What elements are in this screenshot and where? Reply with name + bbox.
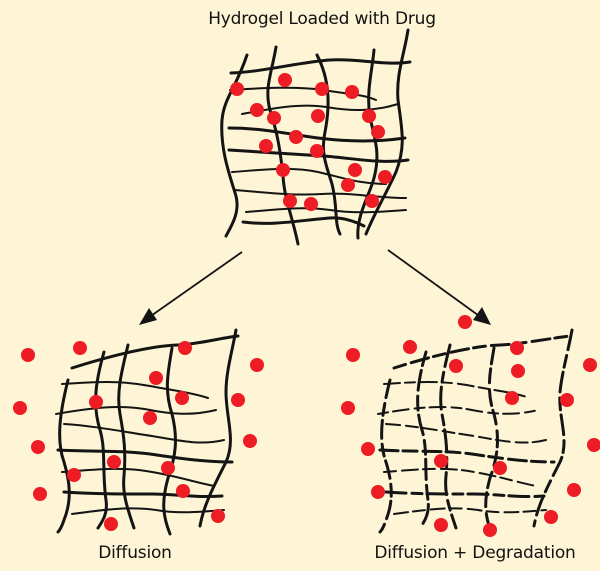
degrading-hydrogel — [341, 315, 600, 537]
drug-particle — [493, 461, 507, 475]
arrow-to-diffusion — [139, 252, 242, 325]
drug-particle — [341, 401, 355, 415]
drug-particle — [505, 391, 519, 405]
drug-particle — [176, 484, 190, 498]
diffusion-caption: Diffusion — [0, 543, 270, 563]
drug-particle — [267, 111, 281, 125]
drug-particle — [33, 487, 47, 501]
drug-particle — [310, 144, 324, 158]
drug-particle — [104, 517, 118, 531]
drug-particle — [304, 197, 318, 211]
drug-particle — [67, 468, 81, 482]
drug-particle — [311, 109, 325, 123]
drug-particle — [365, 194, 379, 208]
drug-particle — [341, 178, 355, 192]
drug-particle — [403, 340, 417, 354]
drug-particle — [175, 391, 189, 405]
drug-particle — [161, 461, 175, 475]
drug-particle — [211, 509, 225, 523]
polymer-network — [378, 330, 572, 534]
drug-particle — [378, 170, 392, 184]
diffusion-hydrogel — [13, 330, 264, 534]
drug-particle — [289, 130, 303, 144]
drug-particle — [544, 510, 558, 524]
drug-particle — [483, 523, 497, 537]
drug-particle — [276, 163, 290, 177]
drug-particle — [587, 438, 600, 452]
drug-particle — [107, 455, 121, 469]
drug-particle — [230, 82, 244, 96]
arrow-to-degradation — [388, 250, 491, 325]
loaded-hydrogel — [222, 30, 410, 244]
drug-particle — [149, 371, 163, 385]
drug-particle — [371, 485, 385, 499]
drug-particle — [259, 139, 273, 153]
drug-particle — [434, 518, 448, 532]
drug-particle — [362, 109, 376, 123]
drug-particle — [345, 85, 359, 99]
drug-particle — [21, 348, 35, 362]
drug-particle — [449, 359, 463, 373]
drug-particle — [31, 440, 45, 454]
drug-particle — [278, 73, 292, 87]
drug-particle — [567, 483, 581, 497]
drug-particle — [243, 434, 257, 448]
drug-particle — [371, 125, 385, 139]
drug-particle — [231, 393, 245, 407]
drug-particle — [346, 348, 360, 362]
drug-particle — [510, 341, 524, 355]
drug-particles — [13, 341, 264, 531]
polymer-network — [56, 330, 238, 534]
drug-particle — [73, 341, 87, 355]
drug-particle — [361, 442, 375, 456]
drug-particle — [283, 194, 297, 208]
drug-particle — [348, 163, 362, 177]
drug-particle — [511, 364, 525, 378]
drug-particle — [250, 358, 264, 372]
drug-particle — [143, 411, 157, 425]
drug-particle — [315, 82, 329, 96]
drug-particle — [250, 103, 264, 117]
drug-particle — [178, 341, 192, 355]
degradation-caption: Diffusion + Degradation — [345, 543, 600, 563]
drug-particle — [560, 393, 574, 407]
drug-particle — [458, 315, 472, 329]
drug-particle — [434, 454, 448, 468]
drug-particle — [13, 401, 27, 415]
drug-particle — [583, 358, 597, 372]
drug-particle — [89, 395, 103, 409]
